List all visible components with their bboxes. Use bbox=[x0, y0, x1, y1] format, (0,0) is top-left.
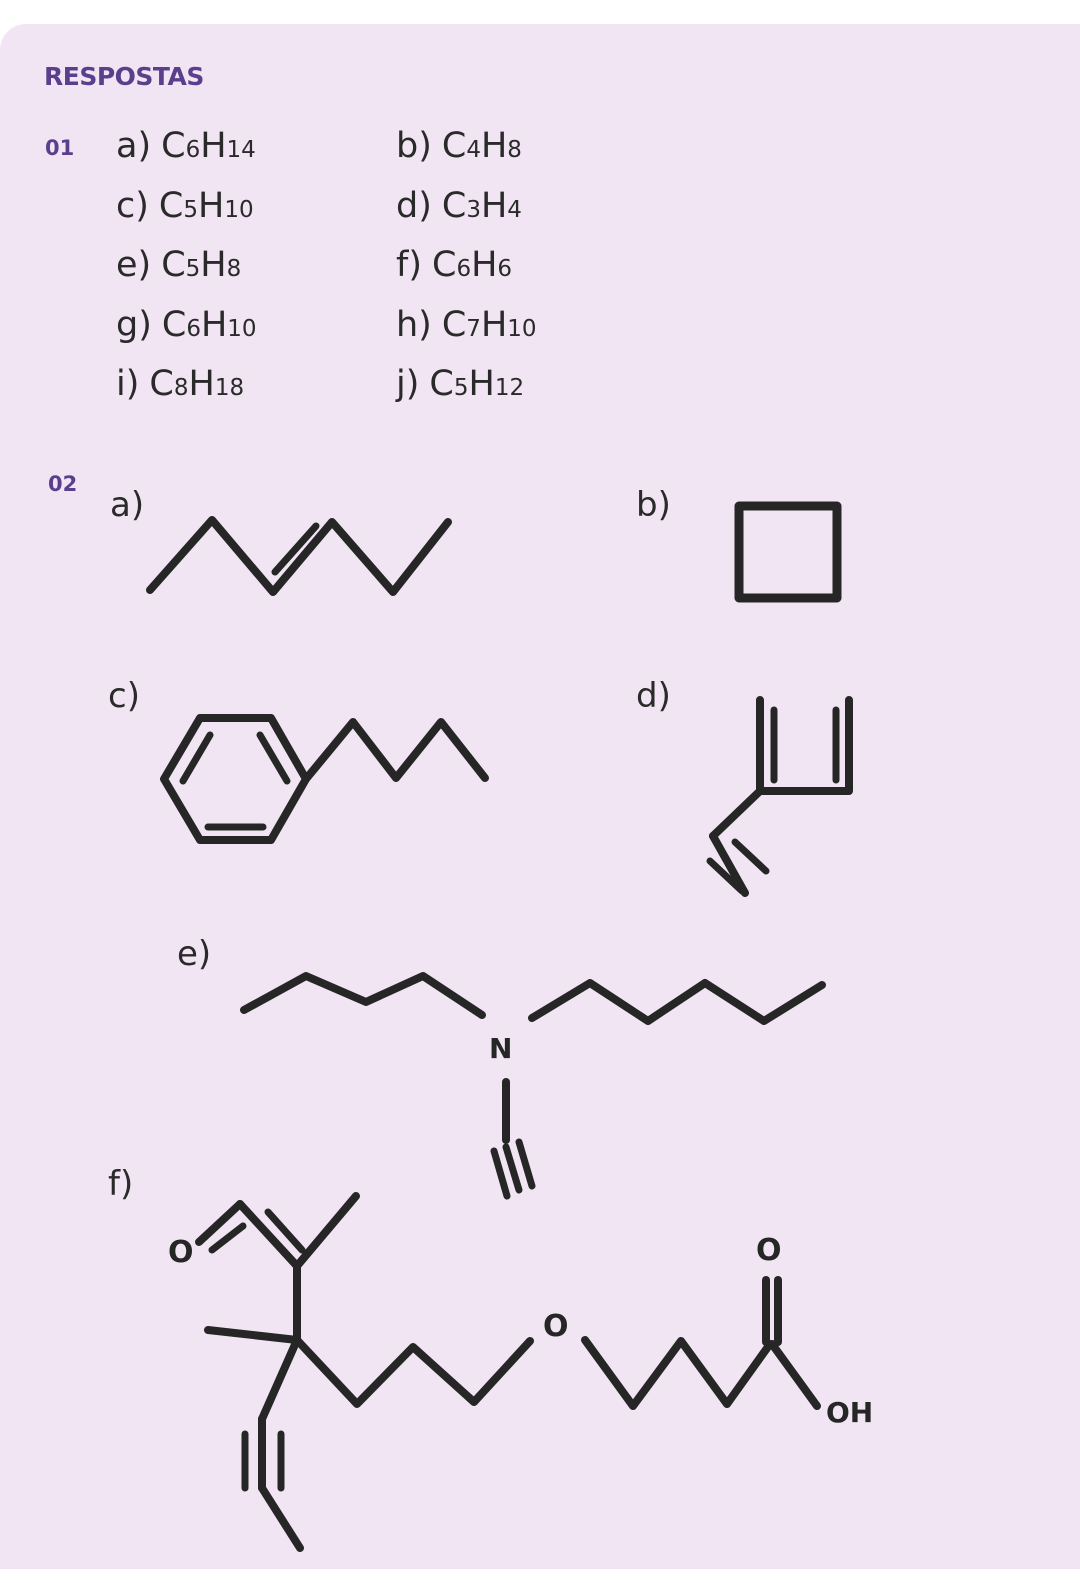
formula-answer-h: h)C7H10 bbox=[396, 305, 537, 345]
formula-answer-i: i)C8H18 bbox=[116, 364, 244, 404]
structure-d-diene-alkyne bbox=[706, 696, 853, 897]
formula-item-label: g) bbox=[116, 304, 152, 345]
formula-item-label: c) bbox=[116, 185, 149, 226]
section-title: RESPOSTAS bbox=[44, 62, 204, 91]
structure-label-e: e) bbox=[177, 934, 212, 974]
formula-answer-g: g)C6H10 bbox=[116, 305, 257, 345]
formula-answer-d: d)C3H4 bbox=[396, 186, 522, 226]
hydrogen-count: 10 bbox=[224, 196, 254, 223]
carbon-count: 4 bbox=[466, 137, 481, 163]
hydrogen-symbol: H bbox=[480, 185, 508, 226]
carbon-count: 7 bbox=[466, 315, 481, 342]
carbon-count: 5 bbox=[183, 196, 198, 223]
carbon-symbol: C bbox=[441, 185, 467, 226]
formula-answer-a: a)C6H14 bbox=[116, 126, 256, 166]
hydrogen-count: 8 bbox=[507, 137, 522, 163]
oxygen-atom-label-aldehyde: O bbox=[168, 1235, 194, 1270]
carbon-count: 6 bbox=[186, 315, 201, 342]
structure-f-complex: O O O OH bbox=[168, 1192, 873, 1552]
structure-label-d: d) bbox=[636, 676, 671, 716]
carbon-symbol: C bbox=[161, 304, 187, 345]
carbon-count: 5 bbox=[453, 375, 469, 401]
formula-answer-e: e)C5H8 bbox=[116, 245, 241, 285]
hydrogen-count: 10 bbox=[227, 315, 257, 342]
carbon-count: 3 bbox=[466, 196, 481, 223]
structure-e-amine: N bbox=[240, 972, 826, 1200]
oxygen-atom-label-carbonyl: O bbox=[756, 1233, 782, 1268]
formula-answer-c: c)C5H10 bbox=[116, 186, 254, 226]
hydrogen-count: 14 bbox=[226, 137, 256, 163]
hydrogen-symbol: H bbox=[188, 364, 215, 404]
question-number-01: 01 bbox=[45, 136, 75, 160]
hydrogen-symbol: H bbox=[198, 185, 225, 226]
hydrogen-count: 4 bbox=[507, 196, 522, 223]
hydrogen-symbol: H bbox=[480, 126, 508, 166]
hydrogen-symbol: H bbox=[200, 126, 227, 166]
oxygen-atom-label-ether: O bbox=[543, 1309, 569, 1344]
formula-item-label: a) bbox=[116, 126, 152, 166]
carbon-count: 5 bbox=[185, 256, 201, 282]
question-number-02: 02 bbox=[48, 472, 78, 496]
formula-item-label: d) bbox=[396, 185, 432, 226]
hydrogen-count: 8 bbox=[226, 256, 242, 282]
hydrogen-symbol: H bbox=[200, 304, 228, 345]
hydrogen-symbol: H bbox=[471, 245, 498, 285]
carbon-symbol: C bbox=[161, 245, 186, 285]
formula-item-label: b) bbox=[396, 126, 432, 166]
formula-item-label: e) bbox=[116, 245, 152, 285]
structure-label-a: a) bbox=[110, 485, 145, 525]
hydrogen-count: 6 bbox=[497, 256, 513, 282]
carbon-count: 6 bbox=[185, 137, 201, 163]
carbon-symbol: C bbox=[149, 364, 174, 404]
hydrogen-count: 18 bbox=[214, 375, 245, 401]
formula-answer-j: j)C5H12 bbox=[396, 364, 524, 404]
nitrogen-atom-label: N bbox=[489, 1032, 512, 1065]
formula-item-label: i) bbox=[116, 364, 140, 404]
hydrogen-symbol: H bbox=[200, 245, 227, 285]
carbon-symbol: C bbox=[431, 245, 457, 285]
hydroxyl-label: OH bbox=[826, 1396, 873, 1429]
formula-item-label: f) bbox=[396, 245, 422, 285]
hydrogen-symbol: H bbox=[480, 304, 508, 345]
carbon-symbol: C bbox=[161, 126, 186, 166]
structure-label-c: c) bbox=[108, 676, 140, 716]
formula-answer-b: b)C4H8 bbox=[396, 126, 522, 166]
structure-b-cyclobutane bbox=[734, 501, 842, 603]
hydrogen-count: 12 bbox=[494, 375, 525, 401]
carbon-symbol: C bbox=[441, 126, 467, 166]
hydrogen-symbol: H bbox=[468, 364, 495, 404]
carbon-count: 8 bbox=[173, 375, 189, 401]
structure-label-f: f) bbox=[108, 1164, 134, 1204]
structure-c-butylbenzene bbox=[160, 714, 489, 844]
carbon-symbol: C bbox=[158, 185, 184, 226]
formula-item-label: h) bbox=[396, 304, 432, 345]
hydrogen-count: 10 bbox=[507, 315, 537, 342]
carbon-count: 6 bbox=[456, 256, 472, 282]
formula-item-label: j) bbox=[396, 364, 420, 404]
carbon-symbol: C bbox=[441, 304, 467, 345]
formula-answer-f: f)C6H6 bbox=[396, 245, 512, 285]
answers-panel bbox=[0, 24, 1080, 1569]
carbon-symbol: C bbox=[429, 364, 454, 404]
structure-a-hexene bbox=[146, 516, 452, 596]
structure-label-b: b) bbox=[636, 485, 671, 525]
